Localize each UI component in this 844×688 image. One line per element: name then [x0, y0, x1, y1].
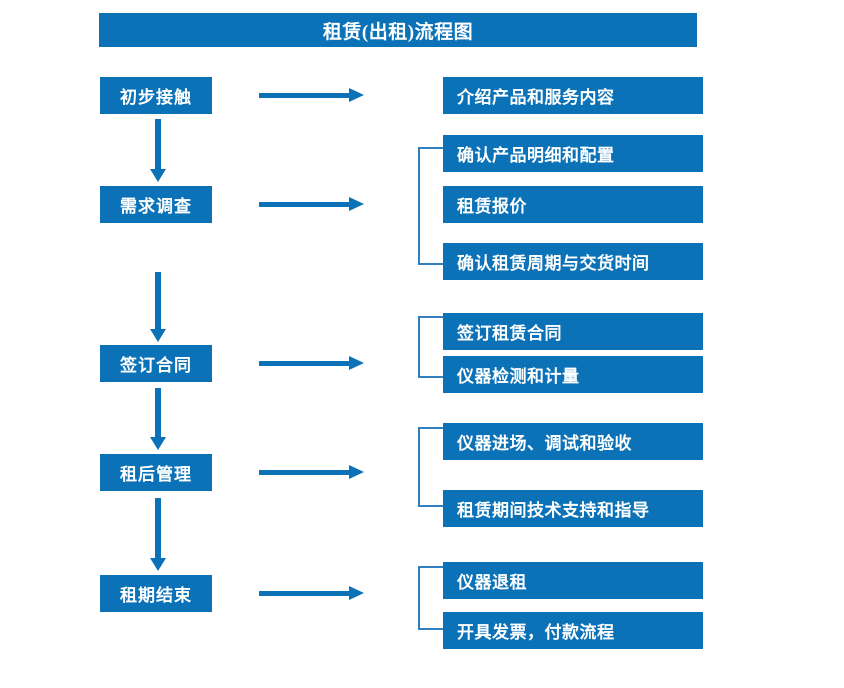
detail-box-instrument-inspection[interactable]: 仪器检测和计量	[443, 356, 703, 393]
group-bracket-sign-contract	[418, 316, 443, 378]
horizontal-arrow-lease-end	[259, 586, 364, 600]
detail-box-instrument-entry-debug-acceptance[interactable]: 仪器进场、调试和验收	[443, 423, 703, 460]
detail-box-confirm-lease-period[interactable]: 确认租赁周期与交货时间	[443, 243, 703, 280]
horizontal-arrow-sign-contract	[259, 356, 364, 370]
detail-box-invoice-payment[interactable]: 开具发票，付款流程	[443, 612, 703, 649]
vertical-arrow-survey-to-contract	[150, 272, 166, 342]
detail-box-instrument-return[interactable]: 仪器退租	[443, 562, 703, 599]
group-bracket-post-lease-management	[418, 427, 443, 507]
detail-box-technical-support[interactable]: 租赁期间技术支持和指导	[443, 490, 703, 527]
stage-box-lease-end[interactable]: 租期结束	[100, 575, 212, 612]
vertical-arrow-contract-to-management	[150, 388, 166, 450]
detail-box-confirm-product-details[interactable]: 确认产品明细和配置	[443, 135, 703, 172]
horizontal-arrow-initial-contact	[259, 88, 364, 102]
group-bracket-demand-survey	[418, 147, 443, 265]
chart-title: 租赁(出租)流程图	[99, 13, 697, 47]
stage-box-initial-contact[interactable]: 初步接触	[100, 77, 212, 114]
vertical-arrow-initial-to-survey	[150, 119, 166, 182]
detail-box-lease-quotation[interactable]: 租赁报价	[443, 186, 703, 223]
stage-box-demand-survey[interactable]: 需求调查	[100, 186, 212, 223]
horizontal-arrow-demand-survey	[259, 197, 364, 211]
detail-box-sign-lease-contract[interactable]: 签订租赁合同	[443, 313, 703, 350]
horizontal-arrow-post-lease-management	[259, 465, 364, 479]
detail-box-introduce-products[interactable]: 介绍产品和服务内容	[443, 77, 703, 114]
vertical-arrow-management-to-lease-end	[150, 498, 166, 571]
group-bracket-lease-end	[418, 566, 443, 630]
stage-box-post-lease-management[interactable]: 租后管理	[100, 454, 212, 491]
stage-box-sign-contract[interactable]: 签订合同	[100, 345, 212, 382]
